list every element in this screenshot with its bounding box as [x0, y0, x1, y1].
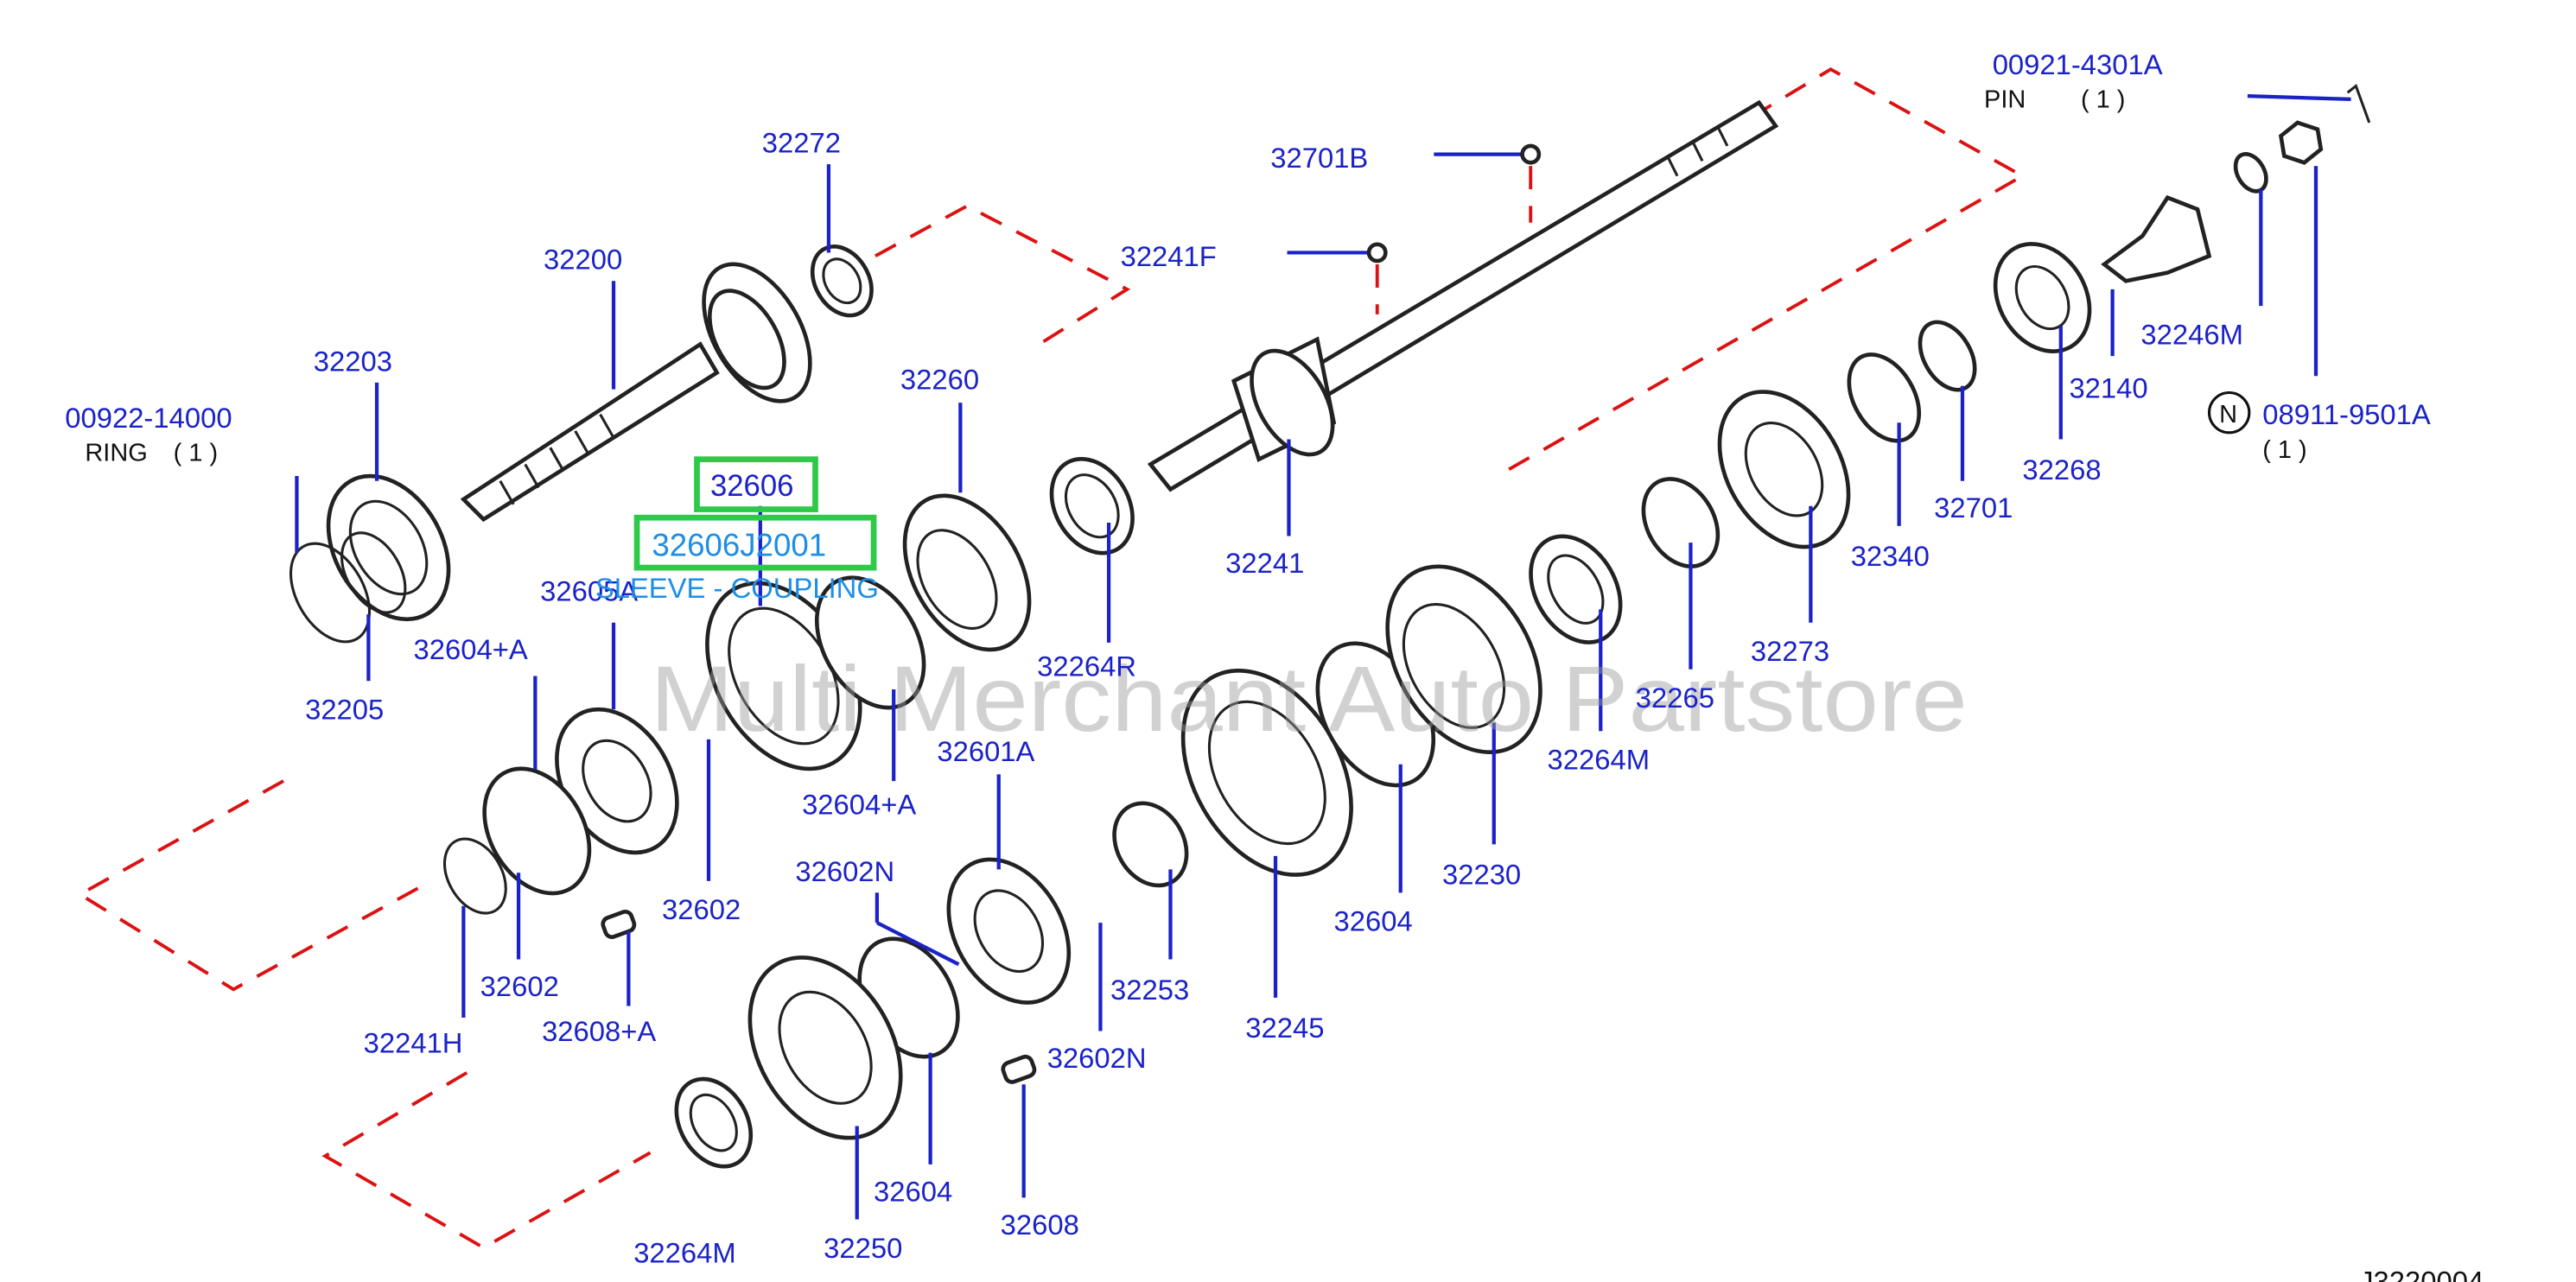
callout-32253[interactable]: 32253	[1110, 974, 1189, 1006]
ring-text: RING	[85, 440, 147, 467]
callout-32604a-lower[interactable]: 32604+A	[802, 789, 916, 821]
pin-qty: ( 1 )	[2081, 86, 2125, 114]
callout-00921-4301a[interactable]: 00921-4301A	[1993, 48, 2163, 80]
callout-32245[interactable]: 32245	[1245, 1012, 1324, 1044]
highlight-part-number[interactable]: 32606J2001	[652, 528, 826, 563]
n-mark-circle	[2207, 390, 2251, 435]
callout-08911-qty: ( 1 )	[2262, 436, 2306, 464]
ring-qty: ( 1 )	[174, 440, 218, 467]
watermark: Multi Merchant Auto Partstore	[650, 646, 1967, 751]
highlight-description: SLEEVE - COUPLING	[595, 572, 879, 604]
callout-32241f[interactable]: 32241F	[1121, 240, 1217, 272]
callout-32340[interactable]: 32340	[1851, 540, 1930, 572]
callout-32601a[interactable]: 32601A	[937, 735, 1034, 767]
callout-32230[interactable]: 32230	[1442, 859, 1521, 891]
callout-32602-upper[interactable]: 32602	[662, 893, 741, 925]
callout-32701b[interactable]: 32701B	[1270, 142, 1368, 174]
callout-32605a[interactable]: 32605A	[540, 575, 638, 607]
callout-32604a-upper[interactable]: 32604+A	[414, 633, 528, 665]
callout-32264r[interactable]: 32264R	[1037, 651, 1136, 682]
dashed-boundaries	[76, 67, 2026, 1250]
leader-lines	[295, 83, 2371, 1220]
callout-32273[interactable]: 32273	[1751, 635, 1829, 667]
callout-32602n-upper[interactable]: 32602N	[795, 855, 894, 887]
callout-32602n-lower[interactable]: 32602N	[1047, 1042, 1147, 1074]
callout-32241h[interactable]: 32241H	[364, 1027, 463, 1059]
callout-32205[interactable]: 32205	[305, 694, 384, 726]
callout-32265[interactable]: 32265	[1636, 682, 1714, 714]
callout-32246m[interactable]: 32246M	[2140, 319, 2243, 351]
callout-32272[interactable]: 32272	[762, 127, 841, 159]
callout-32140[interactable]: 32140	[2069, 371, 2147, 403]
mainshaft-32241	[902, 99, 1779, 652]
callout-32608[interactable]: 32608	[1001, 1209, 1079, 1241]
highlighted-part[interactable]: 32606 32606J2001 SLEEVE - COUPLING	[595, 456, 879, 604]
input-shaft-32200	[289, 244, 874, 644]
callout-32604-upper[interactable]: 32604	[1334, 905, 1413, 937]
callout-32701[interactable]: 32701	[1934, 492, 2013, 524]
pin-text: PIN	[1984, 86, 2026, 114]
callout-32264m-lower[interactable]: 32264M	[633, 1237, 736, 1269]
counter-gear-group	[1112, 120, 2324, 888]
callout-32260[interactable]: 32260	[900, 364, 979, 396]
callout-32250[interactable]: 32250	[824, 1232, 902, 1264]
sleeve-coupling-group	[442, 575, 926, 939]
n-mark: N	[2219, 401, 2237, 428]
highlight-ref-box	[694, 456, 818, 512]
callout-32604-lower[interactable]: 32604	[874, 1175, 952, 1207]
lower-gear-group	[674, 857, 1072, 1169]
callout-32268[interactable]: 32268	[2022, 454, 2101, 486]
callout-32241[interactable]: 32241	[1225, 547, 1304, 579]
callout-labels: 32272 32200 32203 00922-14000 RING ( 1 )…	[65, 48, 2431, 1269]
diagram-code: J3220004	[2359, 1265, 2484, 1282]
callout-08911-9501a[interactable]: 08911-9501A	[2262, 398, 2431, 430]
callout-32264m-upper[interactable]: 32264M	[1548, 744, 1651, 776]
callout-32200[interactable]: 32200	[544, 244, 622, 276]
highlight-part-box	[633, 514, 877, 571]
callout-32602-lower[interactable]: 32602	[480, 970, 559, 1002]
highlight-ref[interactable]: 32606	[710, 470, 794, 503]
callout-32608a[interactable]: 32608+A	[542, 1015, 656, 1047]
callout-32203[interactable]: 32203	[314, 345, 392, 377]
callout-00922-14000[interactable]: 00922-14000	[65, 402, 232, 434]
